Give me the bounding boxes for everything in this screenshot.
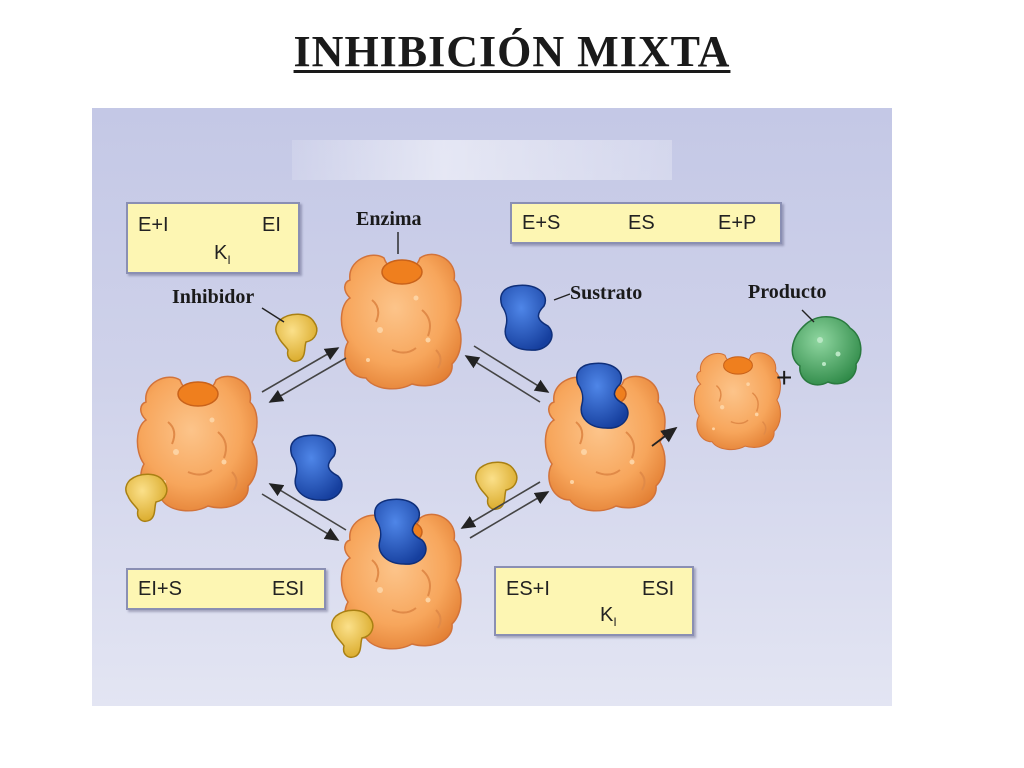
equation-box-ei: E+I EI KI (126, 202, 300, 274)
es-middle: ES (628, 212, 655, 235)
label-producto: Producto (748, 281, 827, 304)
eis-left: EI+S (138, 578, 182, 601)
equation-box-es: E+S ES E+P (510, 202, 782, 244)
bound-inhibitor-esi (332, 610, 373, 657)
free-substrate-top (501, 285, 552, 350)
bound-inhibitor-ei (126, 474, 167, 521)
label-inhibidor: Inhibidor (172, 286, 254, 309)
free-substrate-center (291, 435, 342, 500)
plus-sign: + (776, 362, 792, 394)
ei-left: E+I (138, 214, 169, 237)
esi-right: ESI (642, 578, 674, 601)
es-right: E+P (718, 212, 756, 235)
esi-left: ES+I (506, 578, 550, 601)
es-left: E+S (522, 212, 560, 235)
equation-box-es-i: ES+I ESI KI (494, 566, 694, 636)
free-enzyme (341, 254, 461, 388)
esi-constant: KI (600, 604, 617, 629)
product-molecule (792, 317, 861, 385)
released-enzyme (694, 353, 780, 450)
free-inhibitor-right (476, 462, 517, 509)
equation-box-ei-s: EI+S ESI (126, 568, 326, 610)
ei-right: EI (262, 214, 281, 237)
ei-constant: KI (214, 242, 231, 267)
label-enzima: Enzima (356, 208, 422, 231)
eis-right: ESI (272, 578, 304, 601)
label-sustrato: Sustrato (570, 282, 642, 305)
